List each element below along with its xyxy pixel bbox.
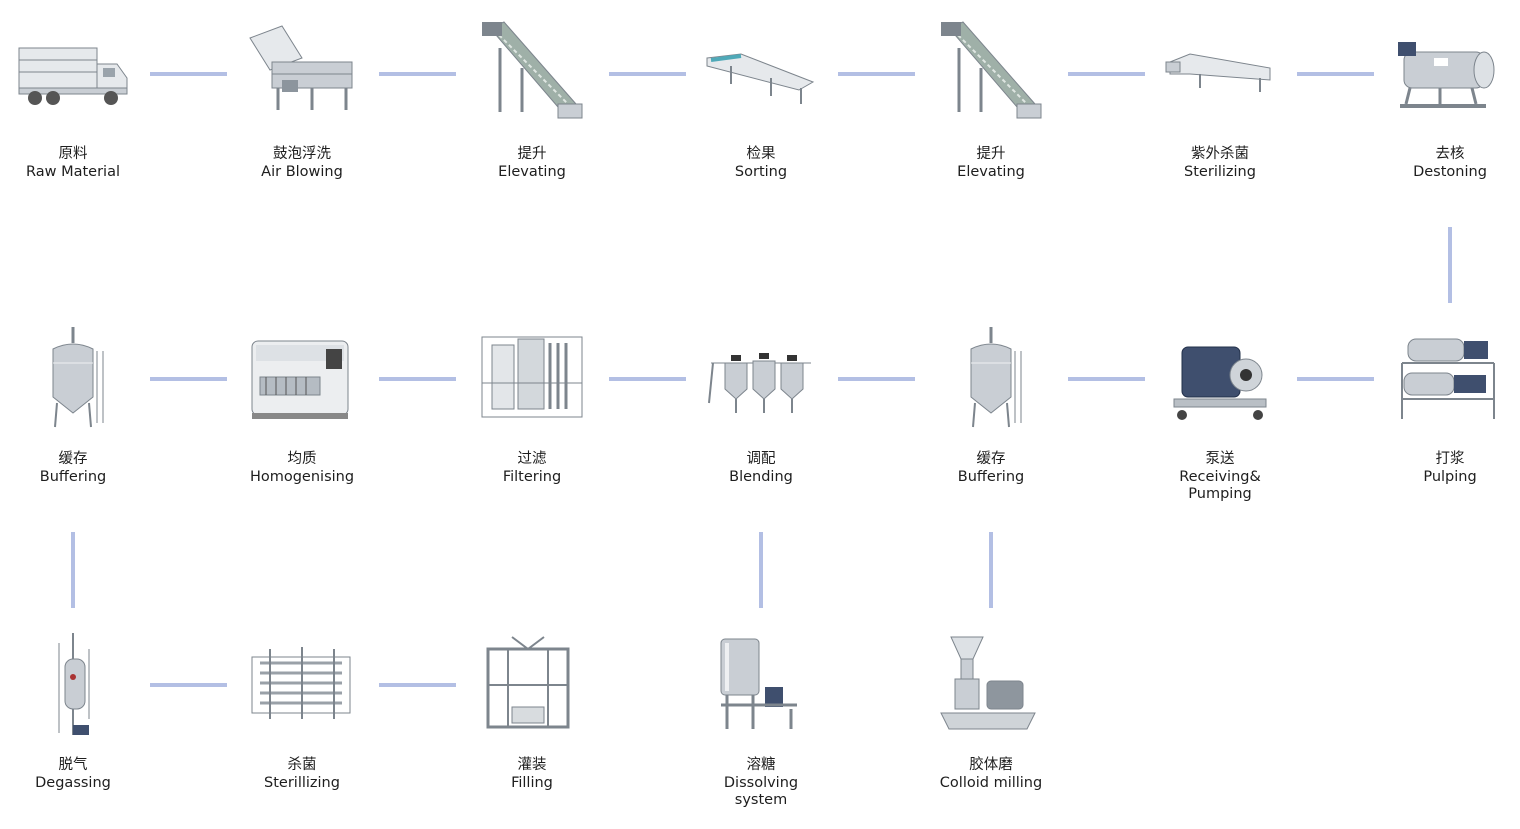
step-dissolving-system: 溶糖 Dissolving system [671, 629, 851, 829]
step-label-zh: 杀菌 [287, 757, 317, 773]
step-label-zh: 紫外杀菌 [1191, 146, 1249, 162]
connector-line [759, 532, 763, 608]
connector-line [150, 683, 227, 687]
filter-skid-icon [472, 323, 592, 433]
step-label-en: Colloid milling [939, 775, 1043, 791]
step-label-zh: 溶糖 [746, 757, 776, 773]
step-label-en: Pulping [1423, 469, 1477, 485]
connector-line [379, 683, 456, 687]
step-filtering: 过滤 Filtering [442, 323, 622, 523]
step-label-zh: 泵送 [1205, 451, 1235, 467]
step-buffering-2: 缓存 Buffering [901, 323, 1081, 523]
connector-line [379, 377, 456, 381]
connector-line [1448, 227, 1452, 303]
step-label-en: Buffering [957, 469, 1025, 485]
connector-line [1068, 72, 1145, 76]
step-blending: 调配 Blending [671, 323, 851, 523]
step-receiving-pumping: 泵送 Receiving& Pumping [1130, 323, 1310, 523]
connector-line [989, 532, 993, 608]
step-label-en: Blending [729, 469, 793, 485]
degasser-icon [13, 629, 133, 739]
step-label-en: Sterillizing [264, 775, 340, 791]
step-label-en: Sterilizing [1184, 164, 1256, 180]
step-elevating-2: 提升 Elevating [901, 18, 1081, 218]
step-label-zh: 胶体磨 [969, 757, 1013, 773]
step-label-en: Elevating [957, 164, 1025, 180]
step-degassing: 脱气 Degassing [0, 629, 163, 829]
step-label-en: Elevating [498, 164, 566, 180]
step-raw-material: 原料 Raw Material [0, 18, 163, 218]
elevator-icon [472, 18, 592, 128]
connector-line [1297, 377, 1374, 381]
step-destoning: 去核 Destoning [1360, 18, 1520, 218]
step-label-zh: 原料 [58, 146, 88, 162]
step-label-zh: 提升 [517, 146, 547, 162]
step-label-zh: 缓存 [58, 451, 88, 467]
step-label-zh: 缓存 [976, 451, 1006, 467]
step-label-en: Raw Material [25, 164, 121, 180]
destoner-icon [1390, 18, 1510, 128]
dissolver-icon [701, 629, 821, 739]
tank-icon [13, 323, 133, 433]
sorting-conveyor-icon [701, 18, 821, 128]
step-label-zh: 去核 [1435, 146, 1465, 162]
pump-icon [1160, 323, 1280, 433]
step-label-en: Air Blowing [261, 164, 343, 180]
colloid-mill-icon [931, 629, 1051, 739]
pulper-icon [1390, 323, 1510, 433]
step-label-zh: 均质 [287, 451, 317, 467]
connector-line [1068, 377, 1145, 381]
step-label-zh: 检果 [746, 146, 776, 162]
connector-line [838, 72, 915, 76]
sterilizer-skid-icon [242, 629, 362, 739]
step-label-en: Sorting [734, 164, 788, 180]
step-sterilizing-uv: 紫外杀菌 Sterilizing [1130, 18, 1310, 218]
step-label-zh: 打浆 [1435, 451, 1465, 467]
step-air-blowing: 鼓泡浮洗 Air Blowing [212, 18, 392, 218]
truck-icon [13, 18, 133, 128]
step-label-en: Buffering [39, 469, 107, 485]
step-filling: 灌装 Filling [442, 629, 622, 829]
step-label-en: Degassing [35, 775, 111, 791]
washer-icon [242, 18, 362, 128]
connector-line [150, 72, 227, 76]
step-label-en: Filtering [502, 469, 562, 485]
uv-tunnel-icon [1160, 18, 1280, 128]
step-homogenising: 均质 Homogenising [212, 323, 392, 523]
connector-line [379, 72, 456, 76]
step-label-zh: 灌装 [517, 757, 547, 773]
step-label-zh: 脱气 [58, 757, 88, 773]
step-label-en: Filling [511, 775, 553, 791]
step-elevating-1: 提升 Elevating [442, 18, 622, 218]
connector-line [71, 532, 75, 608]
step-sorting: 检果 Sorting [671, 18, 851, 218]
step-buffering-1: 缓存 Buffering [0, 323, 163, 523]
step-label-zh: 鼓泡浮洗 [273, 146, 331, 162]
step-colloid-milling: 胶体磨 Colloid milling [901, 629, 1081, 829]
step-label-zh: 调配 [746, 451, 776, 467]
step-sterillizing: 杀菌 Sterillizing [212, 629, 392, 829]
step-label-zh: 提升 [976, 146, 1006, 162]
step-label-en: Dissolving system [723, 775, 799, 808]
connector-line [609, 72, 686, 76]
homogenizer-icon [242, 323, 362, 433]
blending-tanks-icon [701, 323, 821, 433]
elevator-icon [931, 18, 1051, 128]
connector-line [150, 377, 227, 381]
filler-frame-icon [472, 629, 592, 739]
step-label-en: Receiving& Pumping [1179, 469, 1261, 502]
step-label-en: Destoning [1413, 164, 1487, 180]
step-label-zh: 过滤 [517, 451, 547, 467]
connector-line [1297, 72, 1374, 76]
connector-line [838, 377, 915, 381]
connector-line [609, 377, 686, 381]
step-pulping: 打浆 Pulping [1360, 323, 1520, 523]
tank-icon [931, 323, 1051, 433]
step-label-en: Homogenising [249, 469, 355, 485]
